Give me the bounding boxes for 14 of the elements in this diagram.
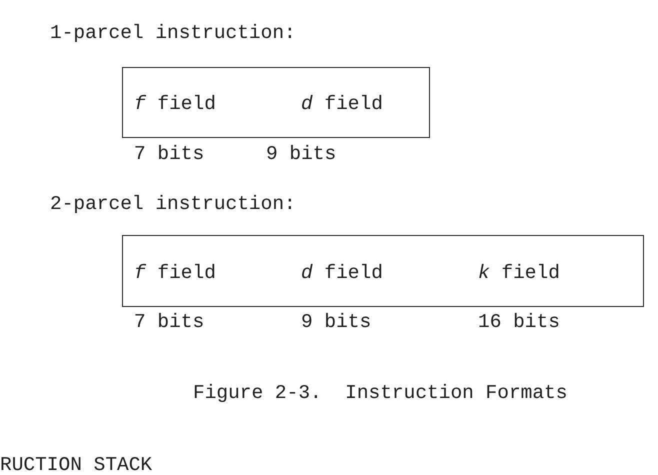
- bit-width: 7 bits: [134, 143, 204, 165]
- field-name: d field: [301, 262, 383, 284]
- bit-width: 9 bits: [266, 143, 336, 165]
- format-heading: 1-parcel instruction:: [50, 22, 296, 44]
- bit-width: 7 bits: [134, 311, 204, 333]
- field-name: f field: [134, 93, 216, 115]
- field-name: k field: [478, 262, 560, 284]
- field-name: d field: [301, 93, 383, 115]
- bit-width: 16 bits: [478, 311, 560, 333]
- format-heading: 2-parcel instruction:: [50, 193, 296, 215]
- field-name: f field: [134, 262, 216, 284]
- figure-caption: Figure 2-3. Instruction Formats: [193, 382, 568, 404]
- section-heading: RUCTION STACK: [0, 454, 152, 475]
- bit-width: 9 bits: [301, 311, 372, 333]
